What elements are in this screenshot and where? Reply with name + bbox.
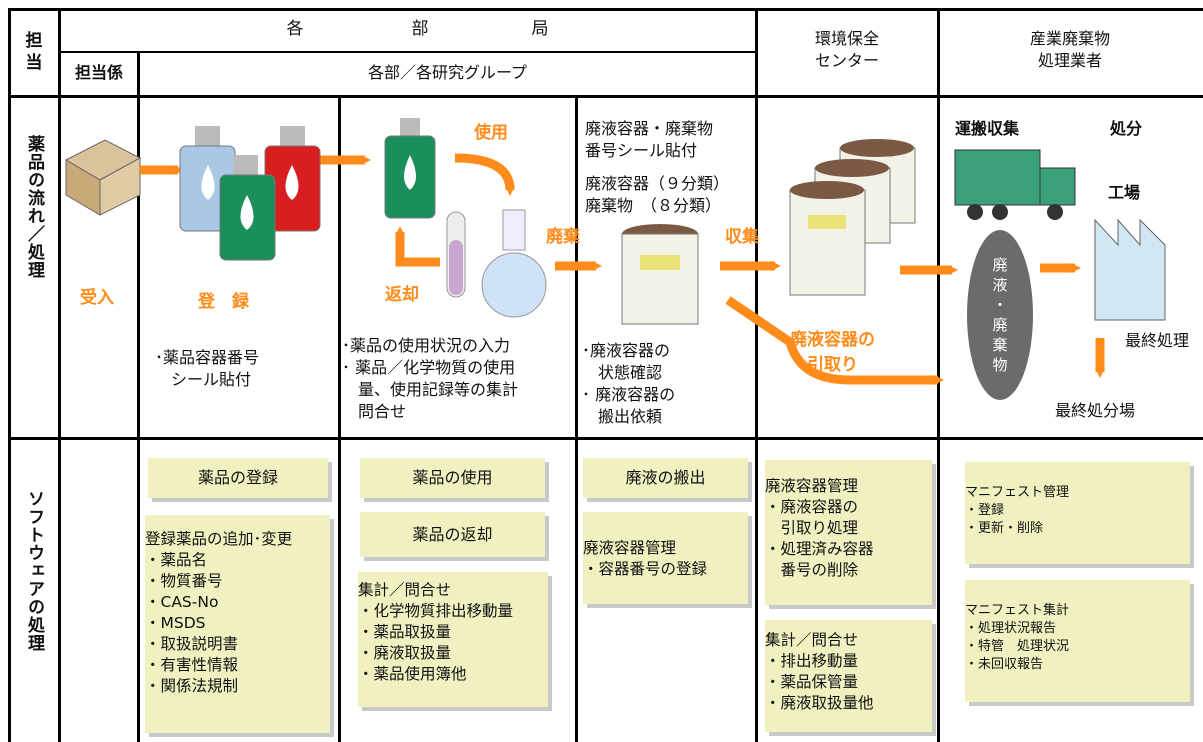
header-env-center: 環境保全 センター [814, 29, 879, 70]
waste-ellipse-label: 廃 液 ・ 廃 棄 物 [992, 256, 1008, 374]
box-carryout-title: 廃液の搬出 [583, 458, 748, 498]
box-return-title: 薬品の返却 [360, 512, 545, 557]
box-container-mgmt: 廃液容器管理 ・容器番号の登録 [583, 512, 748, 604]
header-bu: 部 [411, 19, 429, 39]
reagent-bottle-icon [384, 118, 436, 219]
container-seal-note: 廃液容器・廃棄物 番号シール貼付 [585, 119, 714, 160]
label-final-site: 最終処分場 [1055, 401, 1136, 420]
label-transport: 運搬収集 [955, 119, 1020, 138]
container-class-note: 廃液容器（９分類） 廃棄物 （８分類） [585, 174, 730, 215]
header-kyoku: 局 [531, 19, 549, 39]
grid-col5 [755, 8, 758, 742]
register-note: ･薬品容器番号 シール貼付 [155, 348, 260, 389]
header-tanto: 担 当 [25, 31, 43, 73]
grid-row-divider [8, 437, 1203, 440]
garbage-truck-icon [954, 149, 1076, 220]
header-tantogakari: 担当係 [74, 63, 123, 82]
label-pickup: 廃液容器の 引取り [790, 330, 875, 375]
box-use-title: 薬品の使用 [360, 458, 545, 498]
label-receive: 受入 [80, 288, 114, 308]
box-reg-title: 薬品の登録 [148, 458, 328, 498]
stacked-containers-icon [789, 139, 916, 296]
header-waste-contractor: 産業廃棄物 処理業者 [1029, 29, 1110, 70]
row-label-software: ソフトウェアの処理 [24, 490, 44, 652]
label-final-treatment: 最終処理 [1125, 331, 1190, 350]
arrow-use [454, 153, 515, 196]
factory-icon [1094, 218, 1166, 321]
grid-col3 [338, 95, 341, 742]
grid-left [8, 8, 11, 742]
grid-header-bottom [8, 95, 1203, 98]
label-factory: 工場 [1108, 183, 1141, 202]
grid-col4 [575, 95, 578, 742]
header-ka: 各 [286, 19, 304, 39]
row-label-flow: 薬品の流れ／処理 [24, 135, 44, 279]
arrow-return [395, 226, 440, 267]
waste-container-icon [621, 224, 699, 325]
test-tube-icon [446, 211, 466, 298]
header-research-groups: 各部／各研究グループ [367, 63, 528, 82]
flask-icon [481, 209, 547, 318]
box-manifest-summary: マニフェスト集計 ・処理状況報告 ・特管 処理状況 ・未回収報告 [965, 580, 1190, 702]
box-center-mgmt: 廃液容器管理 ・廃液容器の 引取り処理 ・処理済み容器 番号の削除 [765, 460, 932, 605]
label-register: 登 録 [198, 292, 249, 312]
label-collect: 収集 [725, 227, 759, 247]
label-use: 使用 [474, 123, 508, 143]
waste-note: ･廃液容器の 状態確認 ･ 廃液容器の 搬出依頼 [582, 341, 676, 426]
label-dispose: 廃棄 [546, 227, 580, 247]
label-return: 返却 [385, 285, 419, 305]
grid-mid [60, 51, 755, 53]
waste-ellipse-icon [967, 230, 1033, 400]
reagent-bottles-icon [179, 126, 321, 261]
label-disposal: 処分 [1110, 119, 1143, 138]
box-center-summary: 集計／問合せ ・排出移動量 ・薬品保管量 ・廃液取扱量他 [765, 620, 932, 732]
box-reg-detail: 登録薬品の追加･変更 ・薬品名 ・物質番号 ・CAS-No ・MSDS ・取扱説… [145, 515, 330, 733]
grid-top [8, 8, 1203, 11]
use-note: ･薬品の使用状況の入力 ･ 薬品／化学物質の使用 量、使用記録等の集計 問合せ [342, 336, 519, 421]
grid-col2 [137, 51, 140, 742]
cardboard-box-icon [64, 139, 142, 216]
arrow-pickup [725, 296, 944, 385]
box-manifest-mgmt: マニフェスト管理 ・登録 ・更新・削除 [965, 462, 1190, 564]
grid-col1 [58, 8, 61, 742]
box-use-summary: 集計／問合せ ・化学物質排出移動量 ・薬品取扱量 ・廃液取扱量 ・薬品使用簿他 [358, 572, 548, 707]
